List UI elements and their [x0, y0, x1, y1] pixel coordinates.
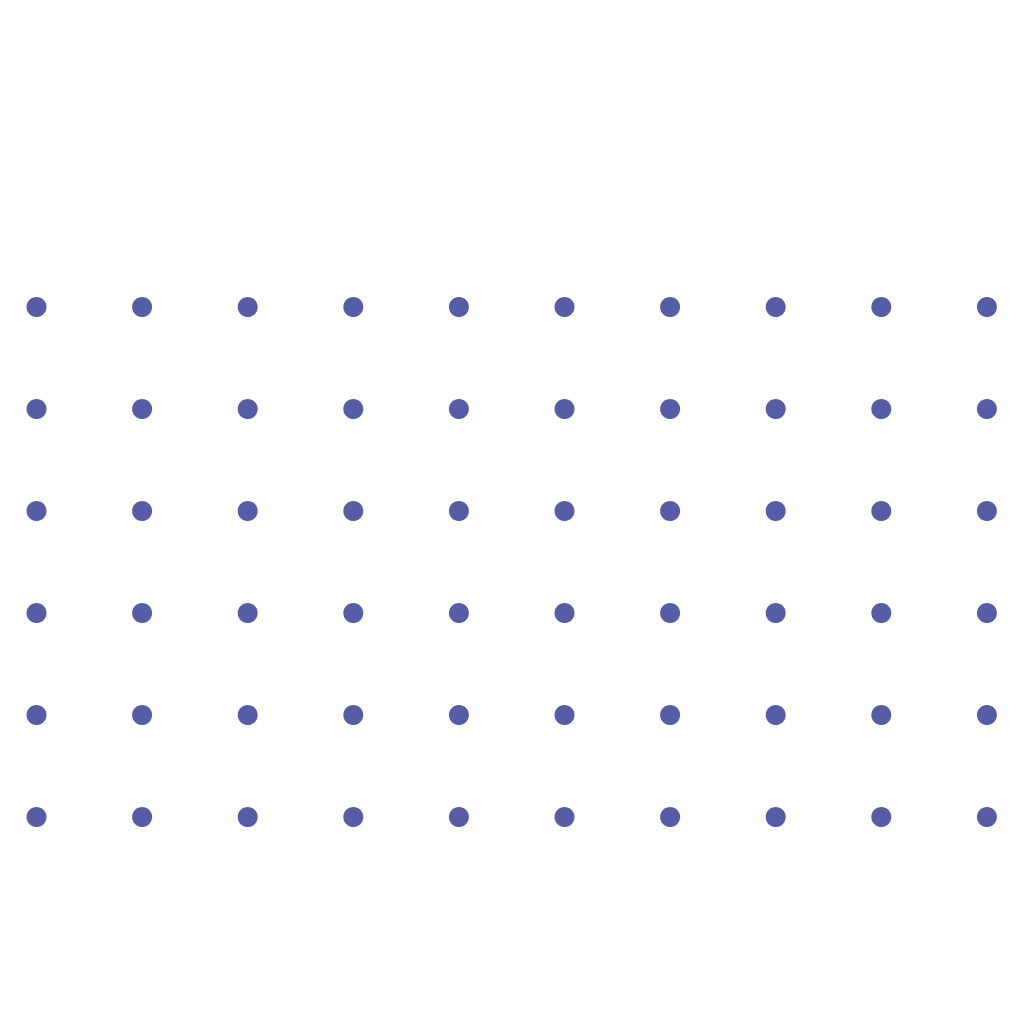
dot [976, 807, 997, 827]
dot [554, 399, 575, 419]
dot [448, 399, 469, 419]
dot [132, 807, 153, 827]
dot [448, 603, 469, 623]
dot [132, 399, 153, 419]
dot [132, 603, 153, 623]
dot [554, 807, 575, 827]
dot [871, 297, 892, 317]
dot [765, 399, 786, 419]
dot [343, 297, 364, 317]
dot [976, 399, 997, 419]
dot [554, 705, 575, 725]
dot [871, 705, 892, 725]
dot [448, 807, 469, 827]
dot [660, 297, 681, 317]
dot [660, 603, 681, 623]
dot [237, 297, 258, 317]
dot [871, 807, 892, 827]
dot [237, 501, 258, 521]
dot [660, 501, 681, 521]
dot [343, 603, 364, 623]
dot [448, 501, 469, 521]
dot [132, 705, 153, 725]
dot [343, 705, 364, 725]
dot [871, 501, 892, 521]
dot [976, 297, 997, 317]
dot [871, 603, 892, 623]
dot [343, 501, 364, 521]
dot [554, 297, 575, 317]
dot [26, 501, 47, 521]
dot [237, 807, 258, 827]
dot [237, 603, 258, 623]
dot [343, 399, 364, 419]
dot [237, 705, 258, 725]
dot [976, 705, 997, 725]
dot [554, 603, 575, 623]
dot [26, 603, 47, 623]
dot [765, 705, 786, 725]
dot [448, 705, 469, 725]
dot [237, 399, 258, 419]
dot [765, 807, 786, 827]
dot [26, 297, 47, 317]
dot [26, 399, 47, 419]
dot [660, 399, 681, 419]
dot [765, 603, 786, 623]
dot [976, 501, 997, 521]
dot [448, 297, 469, 317]
dot [660, 705, 681, 725]
dot [765, 501, 786, 521]
dot [765, 297, 786, 317]
dot [132, 501, 153, 521]
dot [660, 807, 681, 827]
dot [554, 501, 575, 521]
dot [26, 807, 47, 827]
dot [871, 399, 892, 419]
dot [132, 297, 153, 317]
dot [343, 807, 364, 827]
dot [26, 705, 47, 725]
dot [976, 603, 997, 623]
